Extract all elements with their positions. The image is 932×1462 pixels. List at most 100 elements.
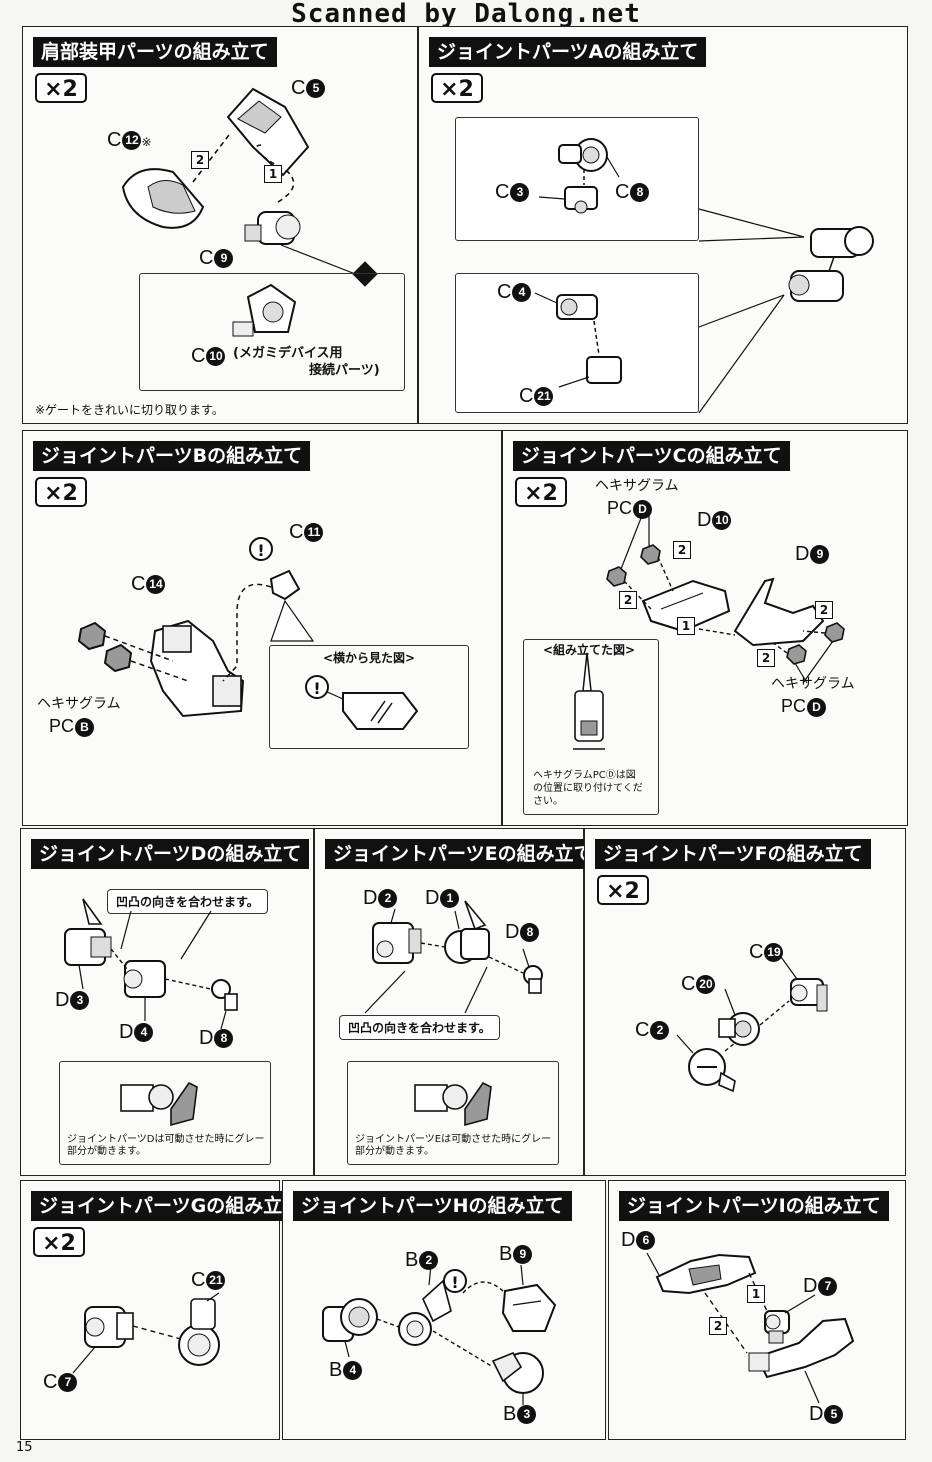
panel-title: ジョイントパーツBの組み立て xyxy=(33,441,311,471)
part-number-c20: 20 xyxy=(696,975,716,995)
panel-title: ジョイントパーツDの組み立て xyxy=(31,839,310,869)
quantity-badge: ×2 xyxy=(431,73,483,103)
part-number-d6: 6 xyxy=(636,1231,656,1251)
joint-i-diagram xyxy=(646,1252,855,1404)
panel-title: ジョイントパーツIの組み立て xyxy=(619,1191,889,1221)
step-2: 2 xyxy=(191,151,209,169)
quantity-badge: ×2 xyxy=(597,875,649,905)
part-number-b2: 2 xyxy=(419,1251,439,1271)
step-1: 1 xyxy=(264,165,282,183)
asterisk-mark: ※ xyxy=(141,135,152,149)
caution-icon: ! xyxy=(305,675,329,699)
hexagram-label: ヘキサグラム xyxy=(37,696,121,712)
part-number-d5: 5 xyxy=(824,1405,844,1425)
part-letter-pc-b: B xyxy=(75,717,95,737)
side-view-label: <横から見た図> xyxy=(323,651,416,665)
part-number-d8: 8 xyxy=(214,1029,234,1049)
hexagram-label: ヘキサグラム xyxy=(595,478,679,494)
panel-title: ジョイントパーツEの組み立て xyxy=(325,839,601,869)
part-number-d3: 3 xyxy=(70,991,90,1011)
assembled-note-line3: さい。 xyxy=(533,796,563,807)
part-number-b9: 9 xyxy=(513,1245,533,1265)
note-box xyxy=(347,1061,559,1165)
part-number-c2: 2 xyxy=(650,1021,670,1041)
part-number-c7: 7 xyxy=(58,1373,78,1393)
page-number: 15 xyxy=(16,1440,33,1455)
part-number-c19: 19 xyxy=(764,943,784,963)
assembled-view-box xyxy=(523,639,659,815)
panel-title: ジョイントパーツCの組み立て xyxy=(513,441,790,471)
panel-title: ジョイントパーツGの組み立て xyxy=(31,1191,310,1221)
part-number-d9: 9 xyxy=(810,545,830,565)
note-line1: ジョイントパーツDは可動させた時にグレー xyxy=(67,1134,265,1145)
joint-f-diagram xyxy=(676,956,828,1093)
assembled-note-line2: の位置に取り付けてくだ xyxy=(533,783,643,794)
part-number-c21: 21 xyxy=(206,1271,226,1291)
joint-b-diagram xyxy=(77,569,419,730)
side-view-box xyxy=(269,645,469,749)
subassembly-box-upper xyxy=(455,117,699,241)
step-2: 2 xyxy=(673,541,691,559)
part-letter-pc-d: D xyxy=(807,697,827,717)
joint-a-diagram xyxy=(534,138,874,414)
quantity-badge: ×2 xyxy=(35,477,87,507)
part-number-b4: 4 xyxy=(343,1361,363,1381)
part-number-d8: 8 xyxy=(520,923,540,943)
part-number-d2: 2 xyxy=(378,889,398,909)
part-number-c21: 21 xyxy=(534,387,554,407)
watermark: Scanned by Dalong.net xyxy=(0,0,932,31)
alignment-callout: 凹凸の向きを合わせます。 xyxy=(339,1015,500,1040)
joint-e-diagram xyxy=(364,900,543,1127)
panel-title: ジョイントパーツAの組み立て xyxy=(429,37,707,67)
step-1: 1 xyxy=(677,617,695,635)
part-number-c11: 11 xyxy=(304,523,324,543)
step-2: 2 xyxy=(757,649,775,667)
note-line1: ジョイントパーツEは可動させた時にグレー xyxy=(355,1134,552,1145)
joint-h-diagram xyxy=(322,1264,557,1405)
alignment-callout: 凹凸の向きを合わせます。 xyxy=(107,889,268,914)
step-2: 2 xyxy=(815,601,833,619)
gate-footnote: ※ゲートをきれいに切り取ります。 xyxy=(35,403,224,417)
note-line2: 部分が動きます。 xyxy=(67,1146,146,1157)
part-number-c12: 12 xyxy=(122,131,142,151)
panel-title: ジョイントパーツHの組み立て xyxy=(293,1191,572,1221)
assembled-view-label: <組み立てた図> xyxy=(543,643,636,657)
step-2: 2 xyxy=(709,1317,727,1335)
part-number-c8: 8 xyxy=(630,183,650,203)
quantity-badge: ×2 xyxy=(35,73,87,103)
part-number-d10: 10 xyxy=(712,511,732,531)
part-number-c3: 3 xyxy=(510,183,530,203)
hexagram-label: ヘキサグラム xyxy=(771,676,855,692)
